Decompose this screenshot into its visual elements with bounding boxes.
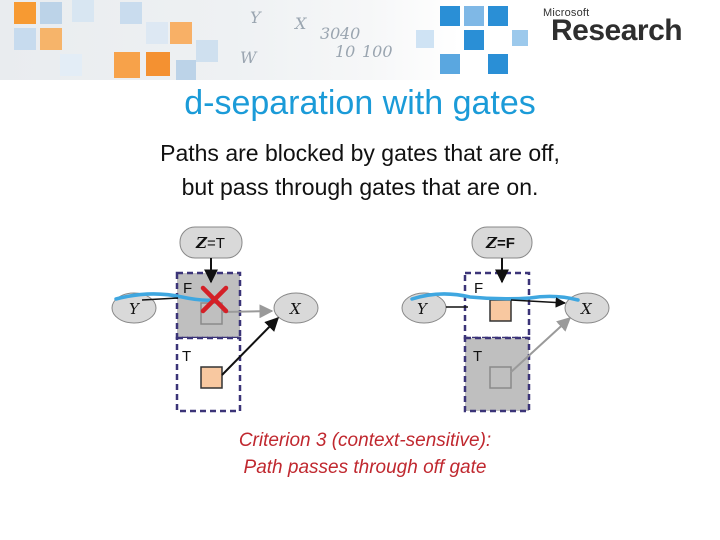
decorative-square (120, 2, 142, 24)
decorative-square (512, 30, 528, 46)
selector-variable: Z (485, 234, 498, 252)
edge-gray (221, 304, 274, 319)
caption-line: Criterion 3 (context-sensitive): (238, 430, 492, 451)
subtitle-line: but pass through gates that are on. (181, 174, 539, 200)
slide-title: d-separation with gates (184, 84, 536, 122)
banner-sketch-mark: 100 (362, 42, 393, 61)
logo-research: Research (551, 14, 683, 47)
decorative-square (464, 6, 484, 26)
left-diagram: Z =T F T Y X (111, 226, 319, 413)
gate-label-top: F (183, 280, 192, 297)
decorative-square (146, 22, 168, 44)
node-y-label: Y (129, 300, 141, 318)
right-diagram: Z =F F T Y X (401, 226, 610, 413)
decorative-square (416, 30, 434, 48)
selector-value: =F (497, 235, 515, 252)
edge-gray (510, 317, 572, 373)
decorative-square (440, 6, 460, 26)
caption: Criterion 3 (context-sensitive): Path pa… (160, 427, 570, 481)
gate-label-bottom: T (182, 348, 191, 365)
banner-sketch-mark: 40 (340, 24, 361, 43)
node-x-label: X (289, 300, 302, 318)
gate-label-top: F (474, 280, 483, 297)
decorative-square (464, 30, 484, 50)
selector-variable: Z (195, 234, 208, 252)
decorative-square (72, 0, 94, 22)
edge-active (510, 297, 567, 308)
edge-active (221, 317, 279, 376)
banner-sketch-mark: Y (250, 8, 261, 27)
node-x-label: X (580, 300, 593, 318)
decorative-square (146, 52, 170, 76)
decorative-square (40, 28, 62, 50)
highlight-path (410, 292, 580, 302)
banner-sketch-mark: W (240, 48, 257, 67)
decorative-square (488, 54, 508, 74)
inner-box-active (489, 299, 512, 322)
decorative-square (14, 2, 36, 24)
node-y-label: Y (417, 300, 429, 318)
decorative-square (60, 54, 82, 76)
blocked-cross-icon (200, 285, 229, 314)
decorative-square (196, 40, 218, 62)
banner-sketch-mark: 30 (320, 24, 341, 43)
inner-box-inactive (489, 366, 512, 389)
logo-microsoft: Microsoft (543, 7, 590, 19)
decorative-square (170, 22, 192, 44)
caption-line: Path passes through off gate (243, 457, 487, 478)
decorative-square (114, 52, 140, 78)
decorative-square (440, 54, 460, 74)
gate-label-bottom: T (473, 348, 482, 365)
inner-box-active (200, 366, 223, 389)
decorative-square (40, 2, 62, 24)
subtitle-line: Paths are blocked by gates that are off, (160, 140, 560, 166)
decorative-square (488, 6, 508, 26)
node-x (273, 292, 319, 324)
banner-sketch-mark: X (295, 14, 307, 33)
selector-value: =T (207, 235, 225, 252)
decorative-square (14, 28, 36, 50)
decorative-square (176, 60, 196, 80)
slide-subtitle: Paths are blocked by gates that are off,… (60, 136, 660, 204)
edge-y-gate (141, 297, 179, 301)
header-banner: Y X 30 40 10 100 W Microsoft Research (0, 0, 720, 80)
highlight-path (114, 292, 216, 302)
banner-sketch-mark: 10 (335, 42, 356, 61)
